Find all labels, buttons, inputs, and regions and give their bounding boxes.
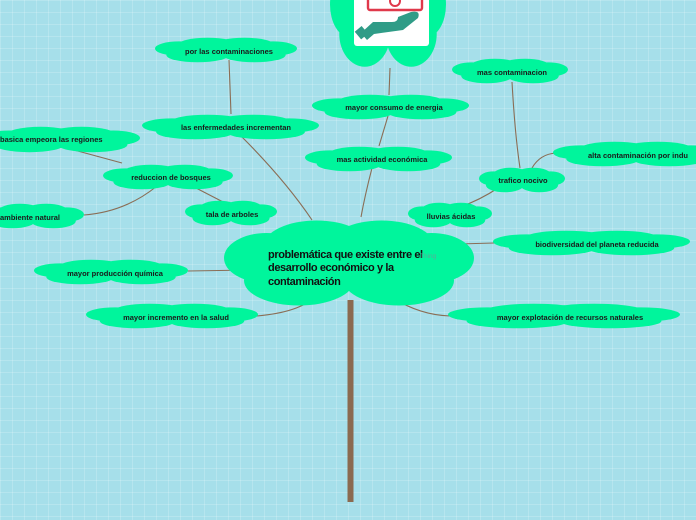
central-topic-node[interactable]: problemática que existe entre el desarro… bbox=[224, 220, 474, 306]
node-mayor-produccion-quimica[interactable]: mayor producción química bbox=[34, 259, 188, 285]
node-reduccion-de-bosques[interactable]: reduccion de bosques bbox=[103, 164, 233, 190]
central-topic-line-3: contaminación bbox=[268, 276, 341, 288]
node-mas-contaminacion[interactable]: mas contaminacion bbox=[452, 58, 568, 84]
node-label: trafico nocivo bbox=[498, 176, 548, 185]
thing-tag: Thing bbox=[420, 253, 437, 260]
node-mayor-consumo-de-energia[interactable]: mayor consumo de energia bbox=[312, 94, 469, 120]
node-alta-contaminacion-por-indu[interactable]: alta contaminación por indu bbox=[553, 141, 696, 167]
node-label: mayor producción química bbox=[67, 269, 164, 278]
node-label: reduccion de bosques bbox=[131, 173, 211, 182]
node-las-enfermedades-incrementan[interactable]: las enfermedades incrementan bbox=[142, 114, 319, 140]
node-label: mayor incremento en la salud bbox=[123, 313, 229, 322]
trunk-line bbox=[347, 300, 354, 502]
node-label: tala de arboles bbox=[206, 210, 259, 219]
node-mas-actividad-economica[interactable]: mas actividad económica bbox=[305, 146, 452, 172]
node-mayor-explotacion-de-recursos-naturales[interactable]: mayor explotación de recursos naturales bbox=[448, 303, 680, 329]
node-basica-empeora-las-regiones[interactable]: basica empeora las regiones bbox=[0, 126, 140, 153]
money-hand-icon bbox=[354, 0, 424, 40]
top-image-node[interactable] bbox=[330, 0, 446, 67]
node-label: basica empeora las regiones bbox=[0, 135, 103, 144]
node-label: mas actividad económica bbox=[337, 155, 429, 164]
central-topic-line-1: problemática que existe entre el bbox=[268, 249, 423, 261]
node-label: biodiversidad del planeta reducida bbox=[535, 240, 659, 249]
node-por-las-contaminaciones[interactable]: por las contaminaciones bbox=[155, 37, 297, 63]
node-label: alta contaminación por indu bbox=[588, 151, 688, 160]
node-label: lluvias ácidas bbox=[427, 212, 476, 221]
node-biodiversidad-del-planeta-reducida[interactable]: biodiversidad del planeta reducida bbox=[493, 230, 690, 256]
node-tala-de-arboles[interactable]: tala de arboles bbox=[185, 200, 277, 226]
node-label: ambiente natural bbox=[0, 213, 60, 222]
node-label: mayor consumo de energia bbox=[345, 103, 443, 112]
node-lluvias-acidas[interactable]: lluvias ácidas bbox=[408, 202, 492, 228]
node-label: las enfermedades incrementan bbox=[181, 123, 291, 132]
node-trafico-nocivo[interactable]: trafico nocivo bbox=[479, 167, 565, 193]
node-label: mayor explotación de recursos naturales bbox=[497, 313, 643, 322]
node-mayor-incremento-en-la-salud[interactable]: mayor incremento en la salud bbox=[86, 303, 258, 329]
central-topic-line-2: desarrollo económico y la bbox=[268, 262, 395, 274]
node-ambiente-natural[interactable]: ambiente natural bbox=[0, 203, 84, 229]
node-label: mas contaminacion bbox=[477, 68, 547, 77]
node-label: por las contaminaciones bbox=[185, 47, 273, 56]
